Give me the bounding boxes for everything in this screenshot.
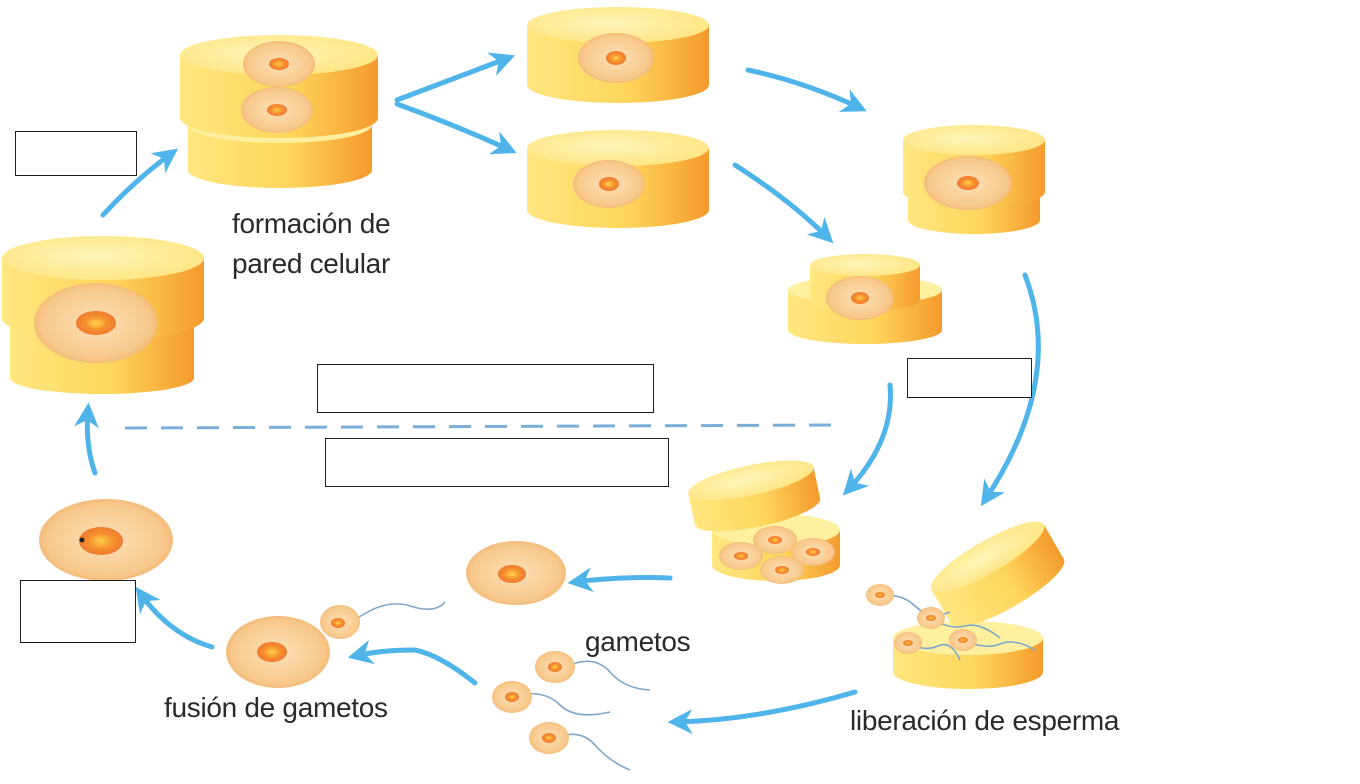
arrow-right-down-long [980, 272, 1041, 507]
single-cell-cylinder-lower [527, 130, 709, 228]
label-gamete-fusion: fusión de gametos [164, 692, 388, 723]
arrow-lower-to-middle [732, 162, 834, 244]
cycle-arrows [74, 52, 1041, 735]
arrow-fusion-to-zygote [135, 586, 215, 650]
blank-box-right[interactable] [907, 358, 1032, 398]
sperm-gametes [492, 651, 651, 771]
egg-gamete [466, 541, 566, 605]
blank-box-top-left[interactable] [15, 131, 137, 176]
label-sperm-release: liberación de esperma [850, 705, 1120, 736]
label-wall-formation-line2: pared celular [232, 248, 390, 279]
label-wall-formation-line1: formación de [232, 208, 391, 239]
zygote [39, 499, 173, 581]
blank-box-center-upper[interactable] [317, 364, 654, 413]
arrow-middle-down [842, 382, 893, 496]
generation-divider-line [124, 423, 836, 430]
blank-box-center-lower[interactable] [325, 438, 669, 487]
arrow-left-up [100, 148, 179, 218]
arrow-gametes-to-fusion [347, 639, 478, 686]
arrow-to-upper [394, 52, 516, 103]
gamete-fusion [226, 601, 446, 688]
open-cylinder-eggs [688, 460, 840, 584]
single-cell-cylinder-upper [527, 7, 709, 103]
arrow-sperm-left [667, 689, 858, 735]
open-cylinder-sperm [866, 521, 1065, 689]
blank-box-bottom-left[interactable] [20, 580, 136, 643]
young-organism-cylinder [2, 236, 204, 394]
two-cell-stage [180, 35, 378, 188]
arrow-zygote-up [74, 402, 99, 476]
label-gametes: gametos [585, 626, 691, 657]
arrow-to-lower [394, 101, 517, 155]
stacked-cylinder-middle [788, 254, 942, 344]
growing-cylinder-right [903, 125, 1045, 234]
arrow-eggs-left [567, 567, 673, 593]
arrow-upper-to-right [745, 67, 867, 112]
